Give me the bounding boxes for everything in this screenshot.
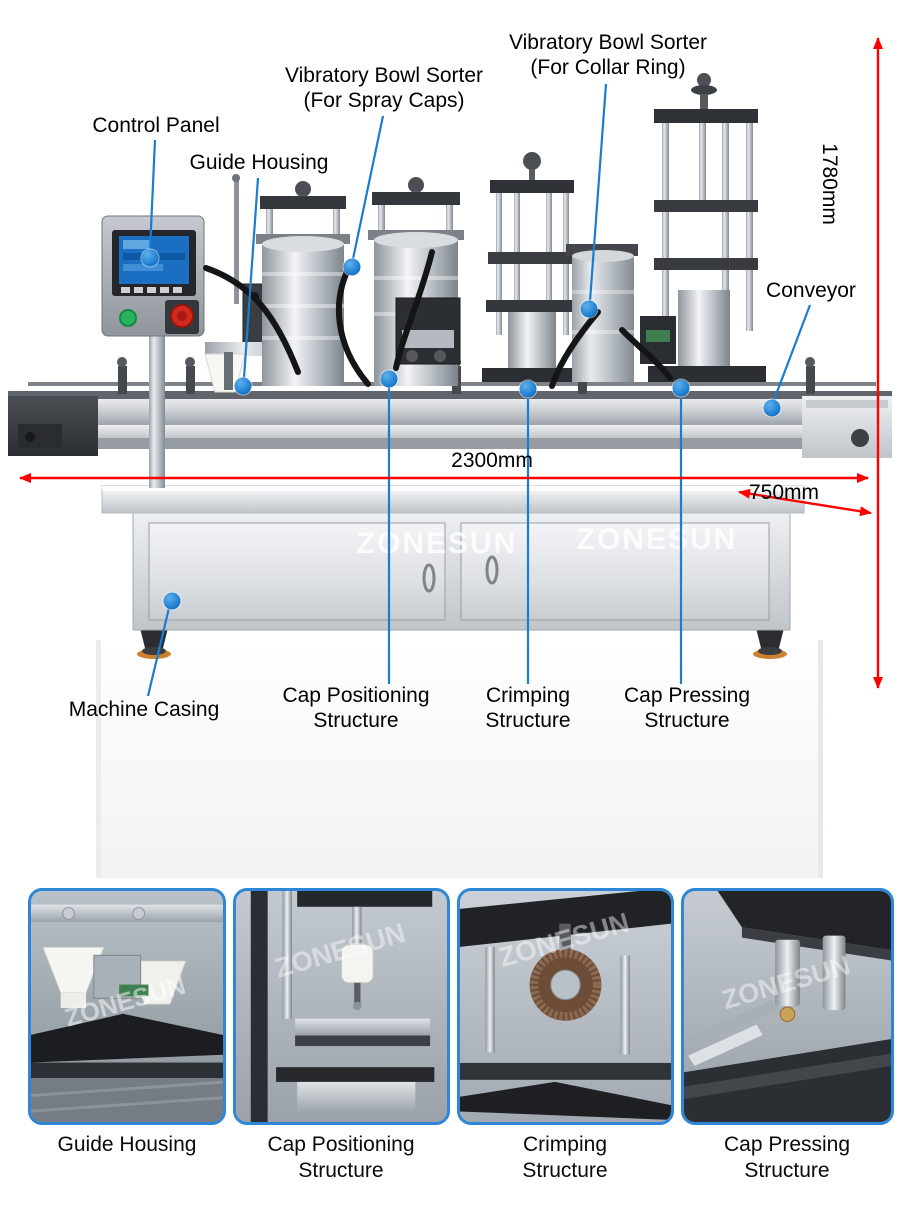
label-vibratory-spray: Vibratory Bowl Sorter (For Spray Caps) xyxy=(285,64,483,114)
watermark-left: ZONESUN xyxy=(357,527,518,560)
hmi-buttons xyxy=(121,287,182,293)
label-vibratory-collar: Vibratory Bowl Sorter (For Collar Ring) xyxy=(509,31,707,81)
dimension-length: 2300mm xyxy=(451,449,533,472)
machine-diagram: ZONESUN ZONESUN xyxy=(8,31,892,878)
collar-ring-sorter xyxy=(566,244,638,382)
callout-dot-crimping xyxy=(519,380,537,398)
callout-dot-cap-positioning xyxy=(380,370,398,388)
label-crimping: Crimping Structure xyxy=(485,684,570,734)
machine-casing-cabinet: ZONESUN ZONESUN xyxy=(132,511,791,631)
label-conveyor: Conveyor xyxy=(766,279,856,302)
detail-strip: ZONESUN xyxy=(0,880,900,1215)
detail-caption-crimping: Crimping Structure xyxy=(522,1133,608,1183)
label-machine-casing: Machine Casing xyxy=(68,698,220,721)
label-line: Structure xyxy=(313,708,399,732)
dimension-depth: 750mm xyxy=(748,481,820,504)
label-guide-housing: Guide Housing xyxy=(189,151,329,174)
callout-dot-machine-casing xyxy=(163,592,181,610)
label-cap-positioning: Cap Positioning Structure xyxy=(282,684,429,734)
callout-dot-collar-sorter xyxy=(580,300,598,318)
watermark-right: ZONESUN xyxy=(577,523,738,556)
label-cap-pressing: Cap Pressing Structure xyxy=(624,684,750,734)
callout-dot-spray-sorter xyxy=(343,258,361,276)
label-line: Cap Pressing xyxy=(623,684,751,707)
callout-dot-cap-pressing xyxy=(672,379,690,397)
spray-cap-sorter-towers xyxy=(256,177,464,386)
cables xyxy=(203,249,673,389)
crimping-photo: ZONESUN xyxy=(460,891,671,1122)
pedestal xyxy=(96,640,823,878)
machine-illustration: ZONESUN ZONESUN xyxy=(8,73,892,878)
callout-dot-conveyor xyxy=(763,399,781,417)
cap-positioning-photo: ZONESUN xyxy=(236,891,447,1122)
cap-pressing-tower xyxy=(640,73,766,382)
detail-panel-crimping: ZONESUN xyxy=(457,888,674,1125)
door-handle-left xyxy=(422,563,436,593)
detail-panel-guide-housing: ZONESUN xyxy=(28,888,226,1125)
label-control-panel: Control Panel xyxy=(92,114,220,137)
detail-caption-cap-pressing: Cap Pressing Structure xyxy=(723,1133,851,1183)
cap-pressing-photo: ZONESUN xyxy=(684,891,891,1122)
detail-panel-cap-pressing: ZONESUN xyxy=(681,888,894,1125)
detail-caption-guide-housing: Guide Housing xyxy=(57,1133,197,1156)
crimping-structure-tower xyxy=(482,152,582,382)
label-line: Crimping xyxy=(485,684,571,707)
label-line: Structure xyxy=(644,708,730,732)
label-line: Cap Positioning xyxy=(282,684,430,707)
knurled-die xyxy=(529,949,602,1021)
callout-dot-control-panel xyxy=(141,249,159,267)
label-line: Structure xyxy=(485,708,571,732)
label-line: Vibratory Bowl Sorter xyxy=(508,31,708,54)
label-line: Vibratory Bowl Sorter xyxy=(284,64,484,87)
guide-housing-photo: ZONESUN xyxy=(31,891,223,1122)
detail-caption-cap-positioning: Cap Positioning Structure xyxy=(267,1133,415,1183)
callout-dot-guide-housing xyxy=(234,377,252,395)
start-button xyxy=(119,309,137,327)
door-handle-right xyxy=(485,555,499,585)
dimension-height: 1780mm xyxy=(818,143,841,225)
label-line: (For Collar Ring) xyxy=(530,55,686,79)
label-line: (For Spray Caps) xyxy=(303,88,465,112)
table-top xyxy=(101,485,805,514)
detail-panel-cap-positioning: ZONESUN xyxy=(233,888,450,1125)
